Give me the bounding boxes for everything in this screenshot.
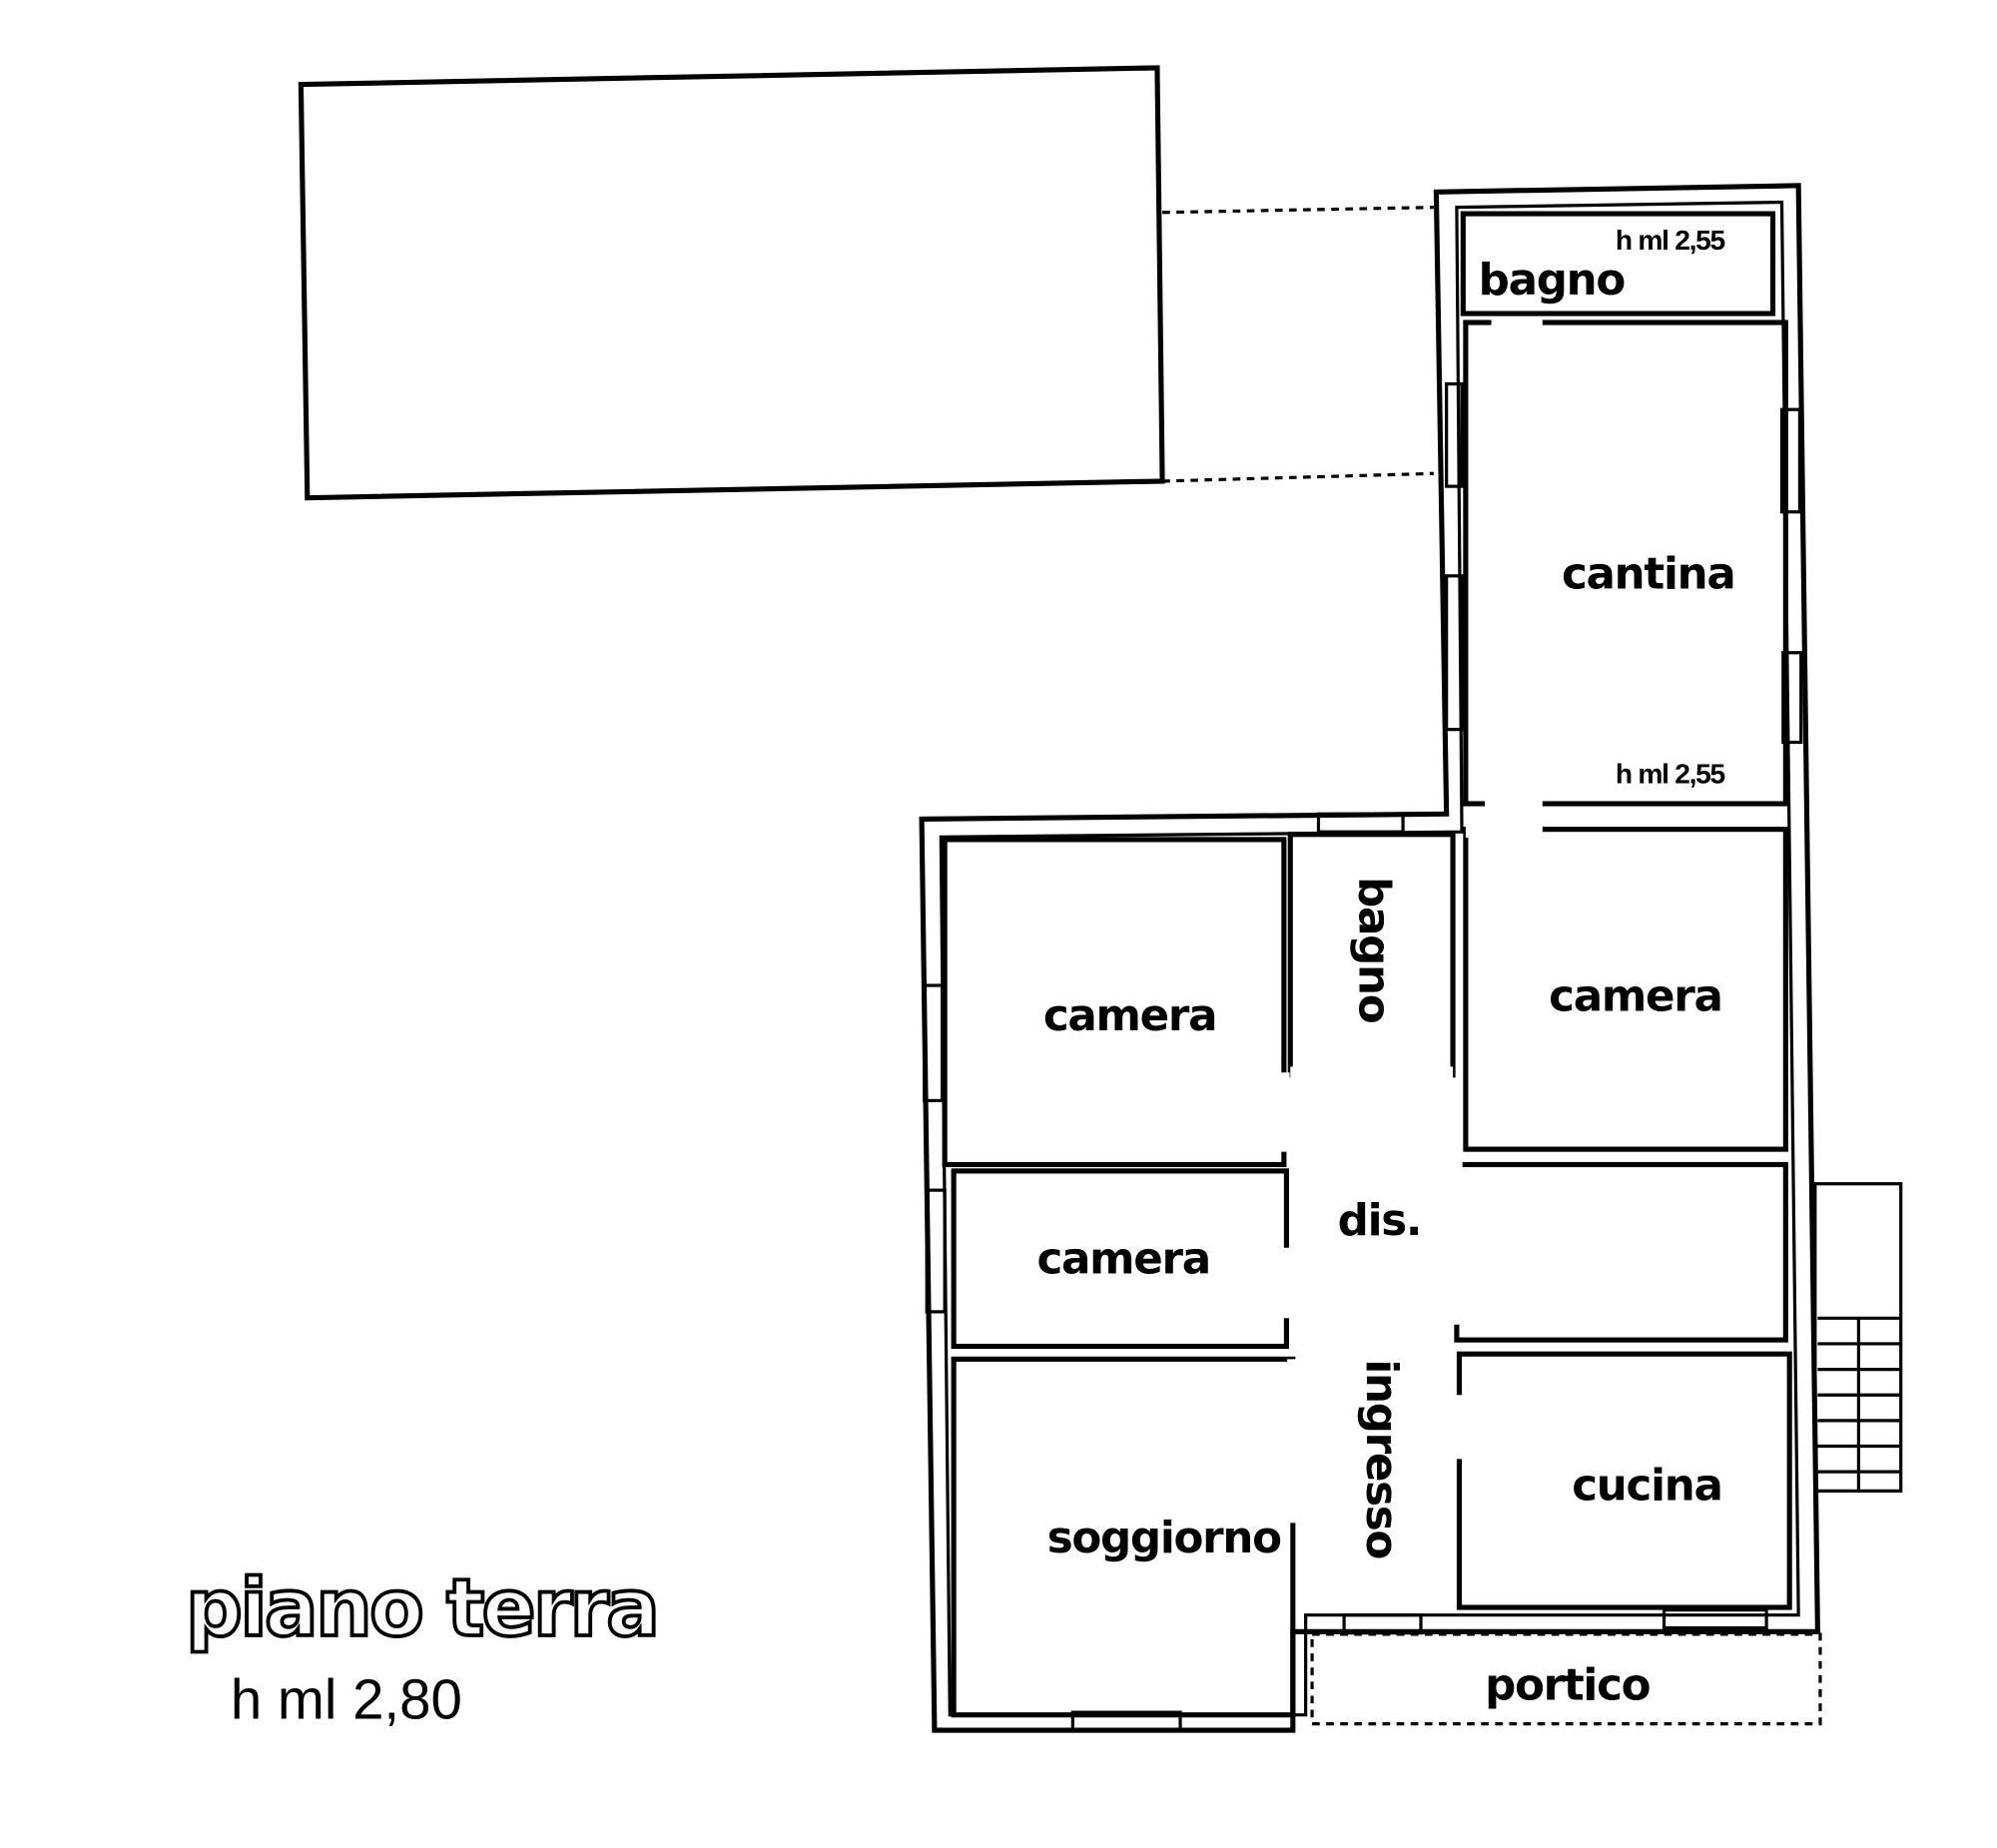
room-cucina	[1456, 1351, 1792, 1610]
label-ingresso: ingresso	[1356, 1359, 1406, 1558]
room-soggiorno	[951, 1356, 1296, 1718]
room-bagno-upper	[1460, 211, 1776, 316]
label-portico: portico	[1485, 1660, 1651, 1710]
detached-building-outline	[298, 65, 1165, 501]
label-cantina-height: h ml 2,55	[1616, 757, 1725, 789]
room-cantina	[1463, 319, 1788, 807]
door-openings	[1278, 826, 1543, 1524]
plan-title: piano terra	[186, 1561, 657, 1654]
plan-height-note: h ml 2,80	[231, 1668, 462, 1731]
label-bagno-middle: bagno	[1348, 877, 1398, 1023]
label-cucina: cucina	[1572, 1461, 1721, 1511]
exterior-stairs	[1813, 1182, 1903, 1493]
label-dis: dis.	[1338, 1196, 1422, 1246]
room-unnamed	[1454, 1161, 1788, 1343]
outer-wall	[919, 183, 1820, 1733]
label-cantina: cantina	[1562, 550, 1735, 600]
label-camera-small: camera	[1036, 1234, 1209, 1284]
windows	[923, 381, 1803, 1732]
label-bagno-upper-height: h ml 2,55	[1616, 224, 1725, 256]
room-portico	[1310, 1632, 1822, 1726]
room-camera-right	[1463, 827, 1788, 1152]
room-camera-left	[942, 837, 1287, 1168]
dashed-connector-top	[1162, 206, 1434, 215]
label-camera-right: camera	[1549, 972, 1721, 1022]
dashed-connector-bottom	[1162, 471, 1434, 483]
label-bagno-upper: bagno	[1479, 256, 1626, 306]
label-soggiorno: soggiorno	[1047, 1514, 1281, 1563]
label-camera-left: camera	[1043, 991, 1216, 1041]
